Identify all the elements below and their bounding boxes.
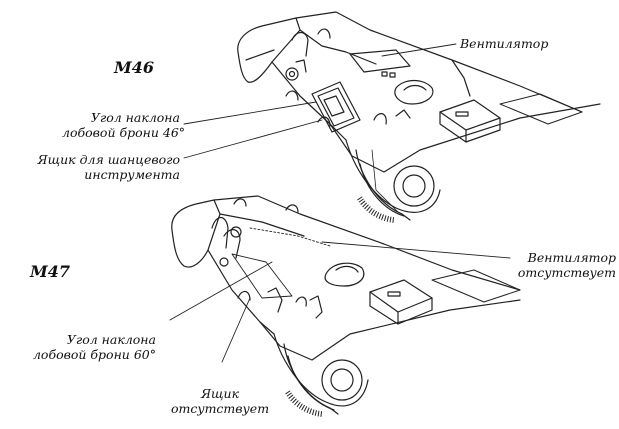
track-link [288,394,294,399]
track-link [303,406,308,412]
label-box-absent: Ящик отсутствует [170,386,270,416]
track-link [364,204,369,210]
track-link [309,408,312,415]
track-link [371,209,375,215]
leader-toolbox [183,119,323,159]
track-link [373,210,377,217]
track-link [292,398,297,404]
track-link [362,202,367,208]
track-link [317,410,320,417]
track-link [285,390,291,395]
track-link [314,410,317,416]
leader-armor46 [183,101,317,125]
track-link [312,409,315,416]
model-m47-title: M47 [30,262,70,281]
leader-armor60 [169,261,273,321]
track-link [384,215,387,222]
track-link [296,402,301,408]
track-link [366,206,371,212]
track-link [286,392,292,397]
track-link [375,212,380,218]
track-link [306,407,310,414]
leader-lines [169,43,511,363]
track-link [378,213,382,220]
leader-fan-absent [321,241,511,259]
model-m46-title: M46 [114,58,154,77]
m46-track-links [357,196,394,223]
label-armor-46: Угол наклона лобовой брони 46° [62,110,186,140]
track-link [360,200,366,205]
leader-box-absent [221,297,251,363]
track-link [299,403,303,409]
m47-track-links [285,390,322,417]
track-link [381,214,384,221]
track-link [290,396,295,402]
track-link [386,216,389,222]
track-link [389,216,392,223]
track-link [320,411,322,417]
track-link [368,208,373,214]
label-fan-absent: Вентилятор отсутствует [517,250,616,280]
track-link [357,196,363,201]
label-toolbox: Ящик для шанцевого инструмента [37,152,180,182]
track-link [392,217,394,223]
leader-fan [381,43,457,57]
track-link [358,198,364,203]
track-link [301,404,305,411]
label-fan: Вентилятор [460,36,549,51]
m46-hull-drawing [237,11,601,221]
track-link [294,400,299,406]
m47-hull-drawing [171,195,521,415]
label-armor-60: Угол наклона лобовой брони 60° [32,332,156,362]
